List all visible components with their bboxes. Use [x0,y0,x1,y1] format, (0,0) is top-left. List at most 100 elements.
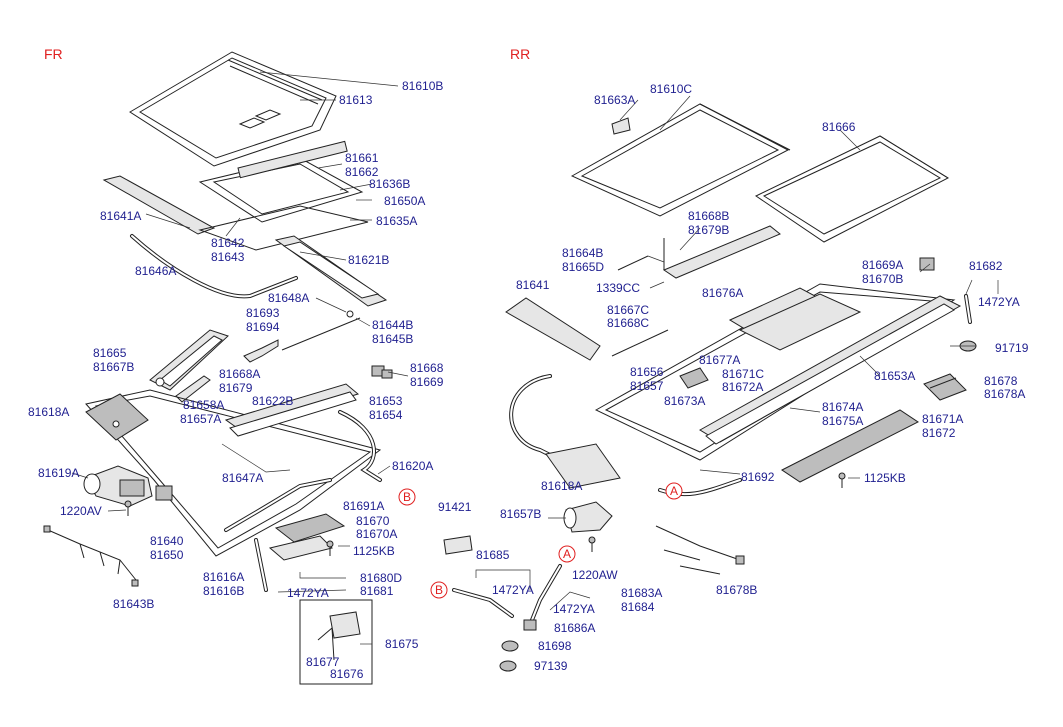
part-label: 81654 [369,408,403,422]
section-front-label: FR [44,46,63,62]
part-label: 81641 [516,278,550,292]
part-label: 81685 [476,548,510,562]
part-label: 81669 [410,375,444,389]
part-label: 81667C [607,303,649,317]
part-label: 1472YA [287,586,329,600]
part-label: 81648A [268,291,309,305]
part-label: 81647A [222,471,263,485]
front-guide-bracket [243,339,279,363]
rear-hose-fittings [499,619,537,672]
front-clip-set [371,365,393,379]
part-label: 81618A [541,479,582,493]
part-label: 81677 [306,655,340,669]
rear-harness [655,525,745,575]
front-pipe-right [338,410,382,482]
part-label: 81672A [722,380,763,394]
callout-a-rear-hose: A [558,545,576,563]
part-label: 1125KB [353,544,395,558]
part-label: 81679B [688,223,729,237]
part-label: 81666 [822,120,856,134]
part-label: 81671A [922,412,963,426]
part-label: 1472YA [492,583,534,597]
part-label: 81643B [113,597,154,611]
part-label: 1125KB [864,471,906,485]
part-label: 81674A [822,400,863,414]
part-label: 81670B [862,272,903,286]
part-label: 81621B [348,253,389,267]
rear-pipe-loop [509,374,582,472]
front-deflector-frame [198,140,364,223]
part-label: 81616A [203,570,244,584]
rear-drain-hose-a [530,564,562,622]
rear-lower-bracket [545,443,621,489]
part-label: 81682 [969,259,1003,273]
svg-text:A: A [563,547,571,561]
rear-glass-panel [570,103,791,217]
svg-text:A: A [670,484,678,498]
part-label: 81620A [392,459,433,473]
rear-slide-rail [662,225,781,279]
front-main-frame [85,383,382,557]
part-label: 81644B [372,318,413,332]
rear-pipe-right [964,294,972,324]
front-screw-right [326,540,334,556]
part-label: 81672 [922,426,956,440]
svg-text:B: B [435,583,443,597]
part-label: 81680D [360,571,402,585]
part-label: 1472YA [553,602,595,616]
part-label: 81661 [345,151,379,165]
part-label: 81653A [874,369,915,383]
part-label: 81635A [376,214,417,228]
part-label: 81656 [630,365,664,379]
part-label: 81668C [607,316,649,330]
part-label: 81671C [722,367,764,381]
front-part-labels: 81610B 81613 81661 81662 81636B 81650A 8… [28,79,444,681]
rear-bracket-top [919,257,935,271]
rear-cable [617,255,649,271]
rear-drain-hose-b [452,588,514,618]
part-label: 97139 [534,659,568,673]
part-label: 81668B [688,209,729,223]
part-label: 81618A [28,405,69,419]
part-label: 81646A [135,264,176,278]
part-label: 81668 [410,361,444,375]
part-label: 81650A [384,194,425,208]
part-label: 81675A [822,414,863,428]
part-label: 91421 [438,500,472,514]
part-label: 81683A [621,586,662,600]
part-label: 81622B [252,394,293,408]
front-bracket-small [155,485,173,501]
part-label: 81663A [594,93,635,107]
part-label: 81667B [93,360,134,374]
part-label: 81662 [345,165,379,179]
part-label: 91719 [995,341,1029,355]
part-label: 1472YA [978,295,1020,309]
rear-screw-1220AW [588,536,596,552]
front-harness [43,525,139,587]
front-side-rail-frame [198,205,369,251]
svg-text:B: B [403,490,411,504]
part-label: 81616B [203,584,244,598]
callout-a-rear-frame: A [665,482,683,500]
part-label: 81657A [180,412,221,426]
part-label: 81643 [211,250,245,264]
front-screw-left [124,500,132,516]
part-label: 81640 [150,534,184,548]
part-label: 81694 [246,320,280,334]
part-label: 81676 [330,667,364,681]
part-label: 81673A [664,394,705,408]
front-motor [83,465,153,507]
part-label: 81678 [984,374,1018,388]
rear-screw-1125KB [838,472,846,488]
front-pipe-lower [224,478,332,532]
part-label: 81679 [219,381,253,395]
part-label: 81657B [500,507,541,521]
part-label: 81658A [183,398,224,412]
callout-b-front: B [398,488,416,506]
front-cable [281,310,361,351]
part-label: 81691A [343,499,384,513]
rear-cable-2 [611,329,669,357]
leader-lines [71,71,999,645]
part-label: 81650 [150,548,184,562]
